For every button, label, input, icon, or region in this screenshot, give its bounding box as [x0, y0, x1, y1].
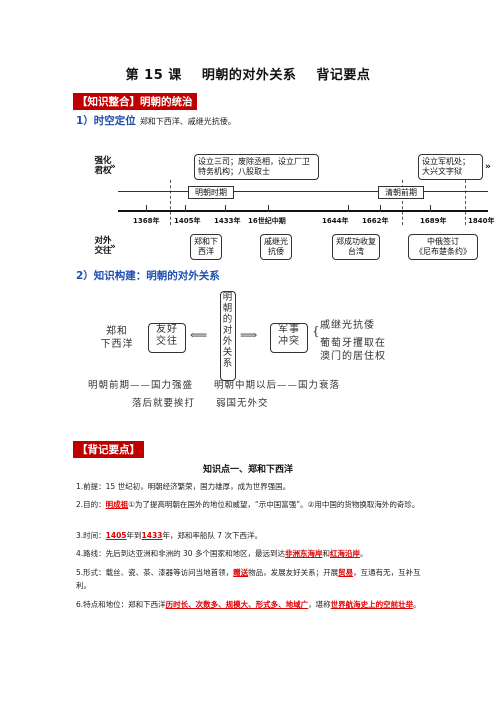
time-mid: 年到 — [126, 531, 142, 540]
form-text: 5.形式：载丝、瓷、茶、漆器等访问当地首领， — [76, 568, 234, 577]
section-tag-integration: 【知识整合】明朝的统治 — [73, 93, 197, 110]
diagram-bottom-line-1: 明朝前期——国力强盛 明朝中期以后——国力衰落 — [88, 380, 341, 391]
tick — [225, 205, 226, 212]
diagram-left-text: 郑和 下西洋 — [100, 326, 134, 350]
purpose-emperor: 明成祖 — [105, 500, 129, 509]
diagram-bottom-line-2: 落后就要挨打 弱国无外交 — [132, 398, 269, 409]
time-start: 1405 — [105, 531, 127, 540]
arrow-chevron: » — [110, 162, 116, 172]
item-form: 5.形式：载丝、瓷、茶、漆器等访问当地首领，赠送物品，发展友好关系；开展贸易，互… — [76, 566, 422, 592]
event-qijiguang: 戚继光 抗倭 — [260, 234, 292, 260]
era-qing: 清朝前期 — [378, 186, 424, 199]
timeline-box-qing-power: 设立军机处； 大兴文字狱 — [418, 154, 483, 180]
timeline-box-ming-power: 设立三司；废除丞相，设立厂卫 特务机构；八股取士 — [194, 154, 319, 180]
year-label: 1662年 — [362, 217, 389, 225]
form-trade: 贸易 — [338, 568, 354, 577]
route-and: 和 — [322, 549, 330, 558]
dash-line — [170, 180, 171, 225]
dash-line — [402, 180, 403, 225]
item-premise: 1.前提：15 世纪初，明朝经济繁荣，国力雄厚，成为世界强国。 — [76, 482, 291, 491]
year-label: 16世纪中期 — [248, 217, 286, 225]
section1-heading: 1）时空定位郑和下西洋、戚继光抗倭。 — [76, 113, 236, 128]
significance-end: 。 — [413, 600, 421, 609]
purpose-label: 2.目的： — [76, 500, 106, 509]
event-nerchinsk: 中俄签订 《尼布楚条约》 — [408, 234, 478, 260]
arrow-chevron-right: » — [485, 162, 491, 172]
event-zhengchenggong: 郑成功收复 台湾 — [332, 234, 380, 260]
year-label: 1405年 — [174, 217, 201, 225]
brace-icon: { — [312, 324, 321, 338]
dash-line — [465, 180, 466, 225]
diagram-right-text-1: 戚继光抗倭 — [320, 320, 375, 331]
diagram-friendly-box: 友好 交往 — [148, 323, 186, 353]
diagram-military-box: 军事 冲突 — [270, 323, 308, 353]
lesson-notes: 背记要点 — [316, 68, 371, 83]
diagram-center-box: 明朝的对外关系 — [220, 291, 236, 381]
route-red-sea: 红海沿岸 — [329, 549, 360, 558]
significance-mid: ，堪称 — [308, 600, 331, 609]
significance-features: 历时长、次数多、规模大、形式多、地域广 — [165, 600, 309, 609]
form-gift: 赠送 — [233, 568, 249, 577]
era-ming: 明朝时期 — [188, 186, 234, 199]
tick — [430, 205, 431, 212]
arrow-right-icon: ⟹ — [240, 328, 259, 342]
section2-heading: 2）知识构建：明朝的对外关系 — [76, 270, 220, 282]
row-label-power: 强化 君权 — [94, 156, 112, 176]
form-end: ，互通有无，互补互利。 — [76, 568, 421, 590]
page-title: 第 15 课 明朝的对外关系 背记要点 — [0, 64, 496, 83]
route-text: 4.路线：先后到达亚洲和非洲的 30 多个国家和地区，最远到达 — [76, 549, 285, 558]
lesson-topic: 明朝的对外关系 — [201, 68, 297, 83]
year-label: 1368年 — [133, 217, 160, 225]
time-end: 1433 — [141, 531, 163, 540]
timeline-axis — [118, 210, 488, 212]
item-route: 4.路线：先后到达亚洲和非洲的 30 多个国家和地区，最远到达非洲东海岸和红海沿… — [76, 547, 422, 560]
item-significance: 6.特点和地位：郑和下西洋历时长、次数多、规模大、形式多、地域广，堪称世界航海史… — [76, 598, 422, 611]
significance-feat: 世界航海史上的空前壮举 — [330, 600, 414, 609]
tick — [268, 205, 269, 212]
section1-subtitle: 郑和下西洋、戚继光抗倭。 — [139, 117, 236, 126]
tick — [348, 205, 349, 212]
time-label: 3.时间： — [76, 531, 106, 540]
tick — [146, 205, 147, 212]
significance-label: 6.特点和地位：郑和下西洋 — [76, 600, 166, 609]
event-zhenghe: 郑和下 西洋 — [190, 234, 222, 260]
form-mid: 物品，发展友好关系；开展 — [248, 568, 339, 577]
diagram-right-text-2: 葡萄牙攫取在 澳门的居住权 — [320, 338, 386, 362]
route-end: 。 — [359, 549, 368, 558]
knowledge-point-title: 知识点一、郑和下西洋 — [202, 465, 293, 475]
year-label: 1689年 — [420, 217, 447, 225]
knowledge-diagram: 郑和 下西洋 友好 交往 ⟸ 明朝的对外关系 ⟹ 军事 冲突 { 戚继光抗倭 葡… — [86, 287, 398, 417]
purpose-text: ①为了提高明朝在国外的地位和威望，“示中国富强”。②用中国的货物换取海外的奇珍。 — [128, 500, 420, 509]
item-purpose: 2.目的：明成祖①为了提高明朝在国外的地位和威望，“示中国富强”。②用中国的货物… — [76, 498, 422, 511]
section1-heading-text: 1）时空定位 — [76, 115, 136, 127]
arrow-chevron: » — [110, 242, 116, 252]
section-tag-key-points: 【背记要点】 — [73, 441, 144, 458]
year-label: 1644年 — [322, 217, 349, 225]
tick — [185, 205, 186, 212]
item-time: 3.时间：1405年到1433年，郑和率船队 7 次下西洋。 — [76, 529, 422, 542]
time-text: 年，郑和率船队 7 次下西洋。 — [162, 531, 262, 540]
timeline-diagram: 强化 君权 » 设立三司；废除丞相，设立厂卫 特务机构；八股取士 设立军机处； … — [90, 150, 496, 260]
tick — [380, 205, 381, 212]
year-label: 1433年 — [214, 217, 241, 225]
row-label-foreign: 对外 交往 — [94, 236, 112, 256]
lesson-number: 第 15 课 — [125, 68, 182, 83]
route-east-africa: 非洲东海岸 — [284, 549, 323, 558]
year-label: 1840年 — [468, 217, 495, 225]
arrow-left-icon: ⟸ — [190, 328, 209, 342]
